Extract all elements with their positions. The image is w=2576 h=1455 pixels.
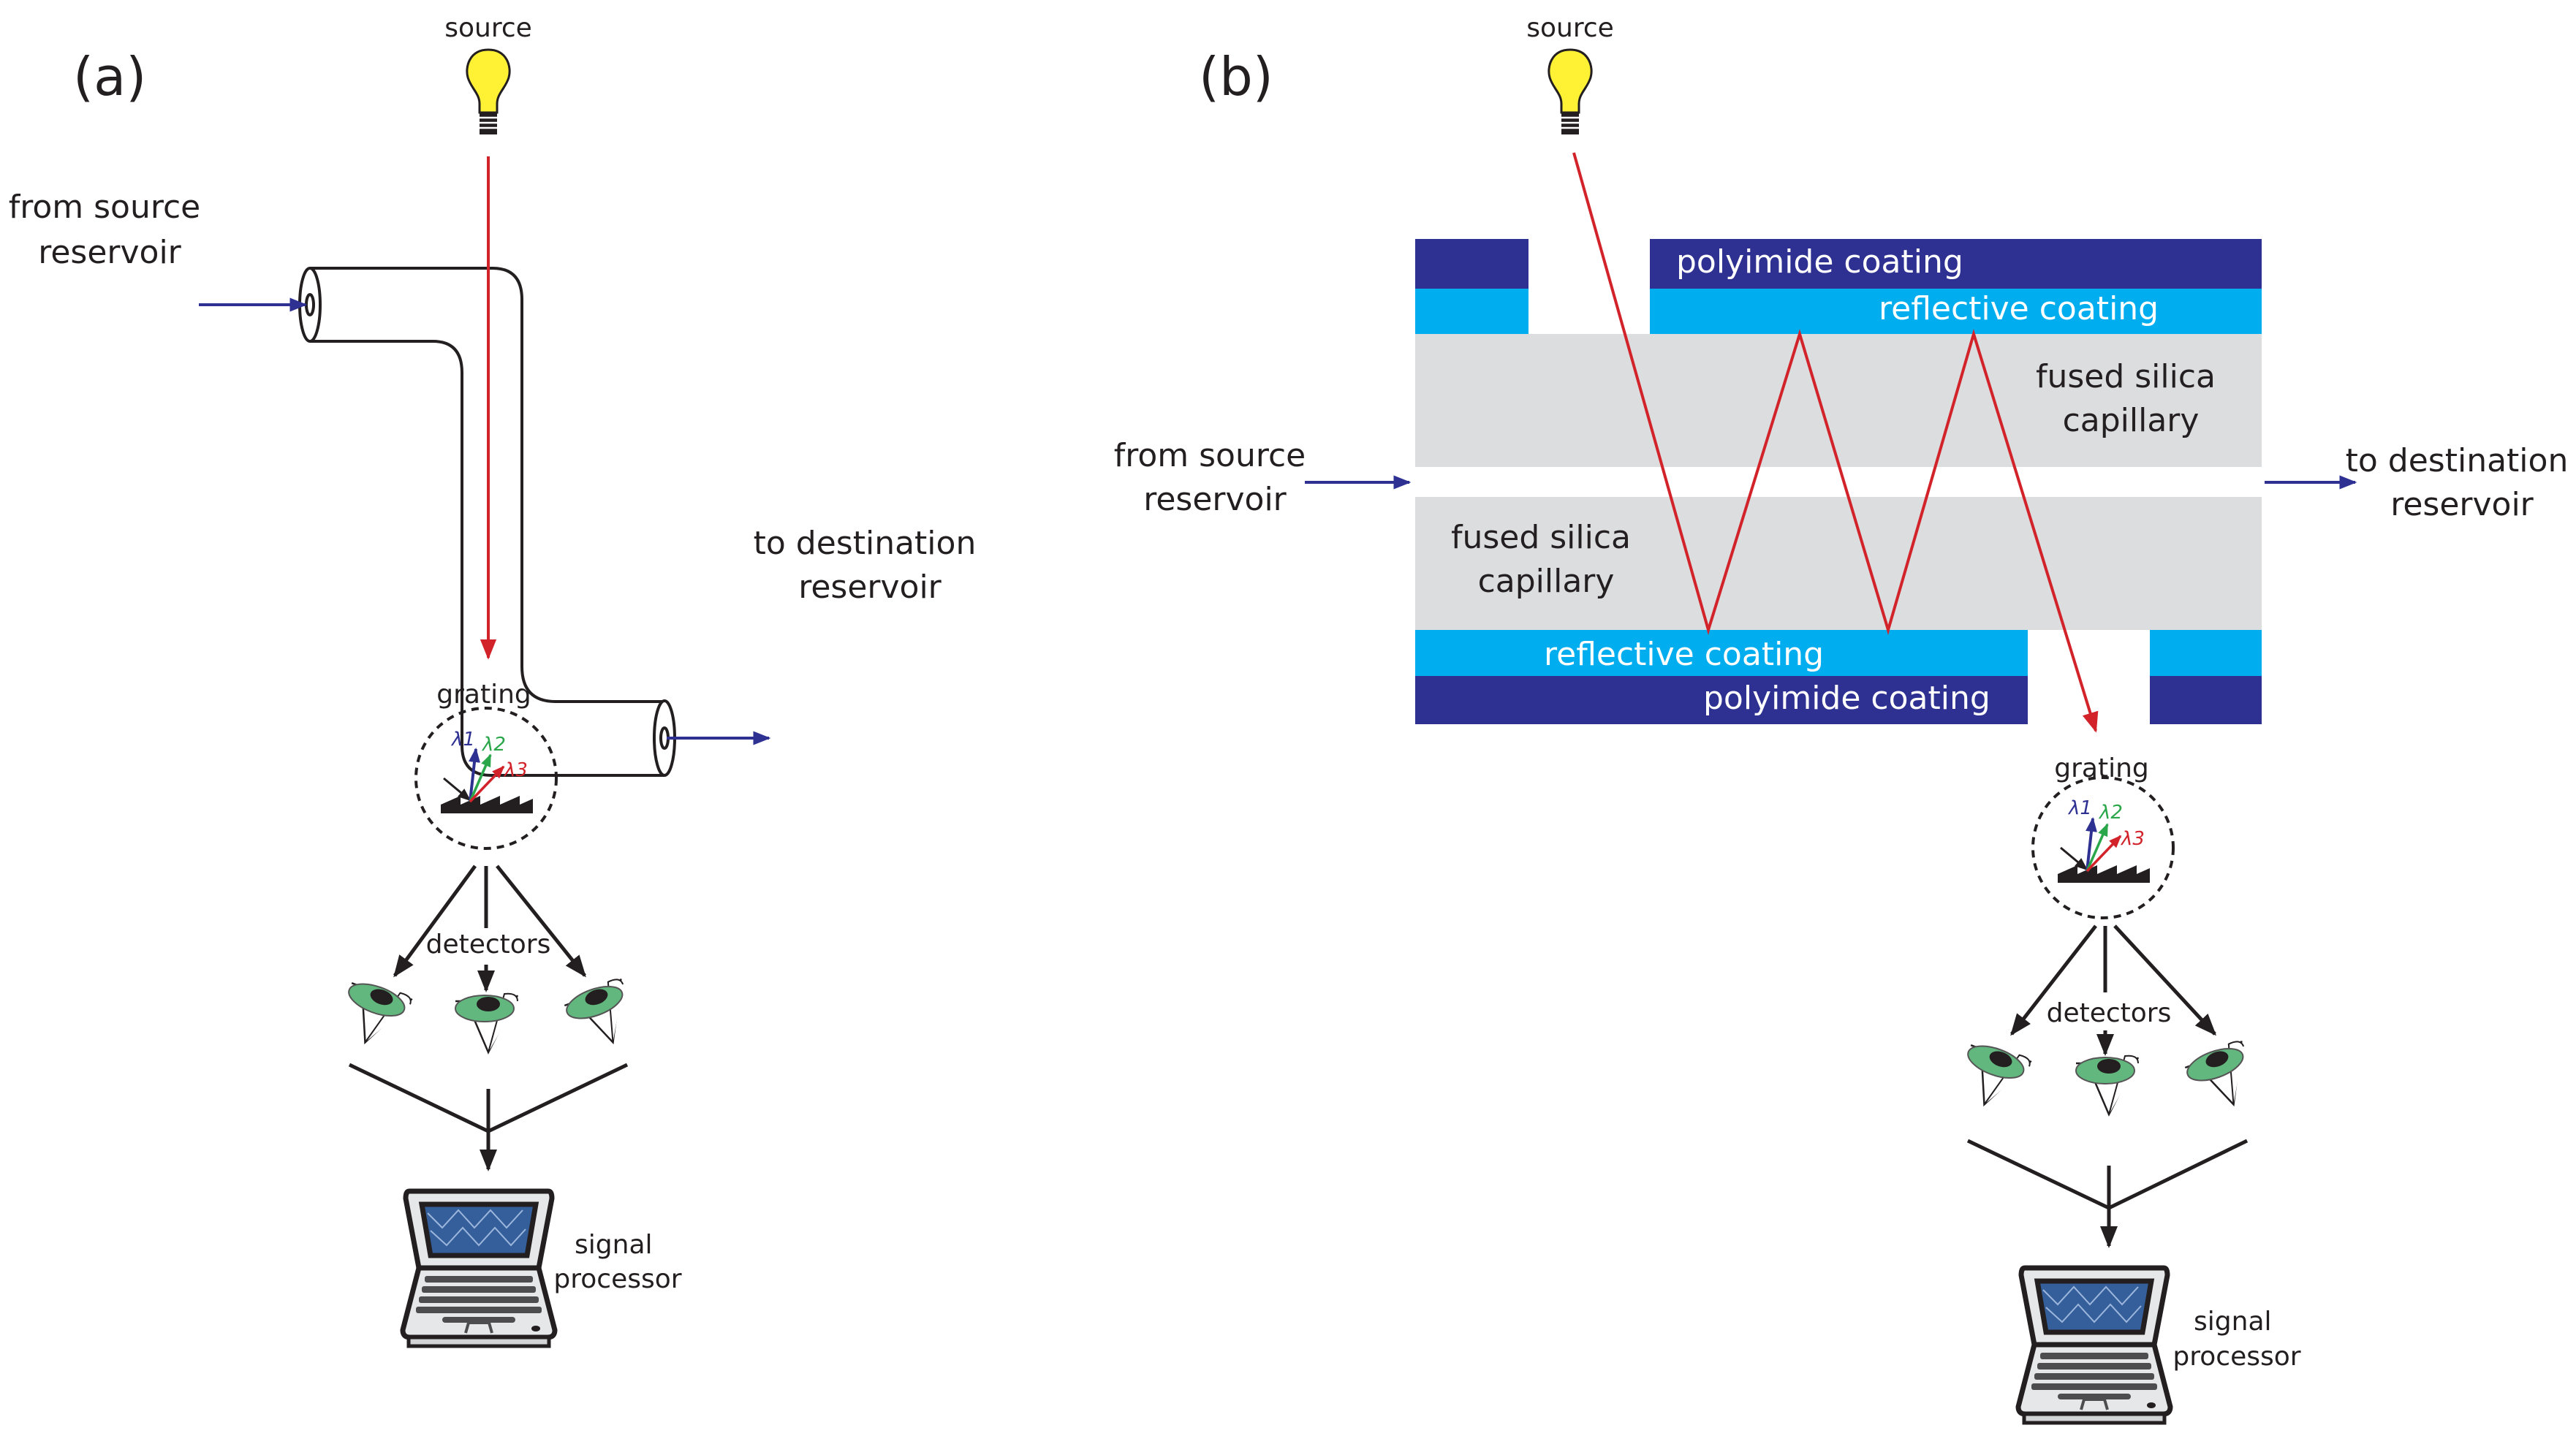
bottom-silica-label: fused silica capillary <box>1451 519 1641 600</box>
lambda-3-label: λ3 <box>503 759 528 781</box>
top-silica <box>1415 334 2262 467</box>
collect-lines-a <box>348 1063 629 1171</box>
bottom-polyimide-label: polyimide coating <box>1703 680 1990 717</box>
laptop-icon <box>2018 1268 2170 1423</box>
lambda-labels-b: λ1 λ2 λ3 <box>2067 797 2145 850</box>
outlet-b-label: to destination reservoir <box>2346 442 2576 523</box>
bottom-reflective-label: reflective coating <box>1544 636 1824 673</box>
light-ray-b <box>1572 152 2099 733</box>
grating-a-label: grating <box>436 680 531 710</box>
bottom-silica <box>1415 497 2262 630</box>
grating-b-label: grating <box>2054 753 2149 783</box>
top-polyimide <box>1650 239 2262 289</box>
top-polyimide-label: polyimide coating <box>1676 243 1963 281</box>
collect-lines-b <box>1966 1139 2249 1248</box>
lambda-labels-a: λ1 λ2 λ3 <box>450 729 528 781</box>
processor-b-label: signal processor <box>2172 1307 2300 1372</box>
detector-eye-icon <box>333 975 414 1054</box>
lambda-3-label: λ3 <box>2120 828 2145 850</box>
top-reflective-left <box>1415 289 1528 334</box>
lambda-2-label: λ2 <box>481 734 506 756</box>
bottom-reflective <box>1415 630 2028 676</box>
panel-a: (a) source from source reservoir to dest… <box>9 13 987 1346</box>
detector-eye-icon <box>454 992 519 1054</box>
detector-eye-icon <box>561 976 642 1055</box>
detector-eye-icon <box>2181 1038 2262 1117</box>
light-bulb-icon <box>1548 48 1593 136</box>
panel-b: (b) source polyimide coating reflective … <box>1114 13 2576 1423</box>
top-silica-label: fused silica capillary <box>2036 358 2226 439</box>
top-reflective <box>1650 289 2262 334</box>
processor-a-label: signal processor <box>553 1230 681 1294</box>
outlet-a-label: to destination reservoir <box>754 525 987 606</box>
dispersion-arrows-b <box>2010 924 2217 1056</box>
source-b-label: source <box>1526 13 1614 43</box>
source-a-label: source <box>444 13 532 43</box>
grating-icon <box>416 708 556 848</box>
top-reflective-label: reflective coating <box>1879 290 2159 327</box>
panel-a-label: (a) <box>73 46 146 107</box>
panel-b-label: (b) <box>1199 46 1273 107</box>
capillary-cross-section <box>1415 239 2262 724</box>
top-polyimide-left <box>1415 239 1528 289</box>
lambda-1-label: λ1 <box>2067 797 2092 819</box>
detector-eye-icon <box>1952 1037 2033 1116</box>
grating-icon <box>2033 778 2173 918</box>
lambda-2-label: λ2 <box>2098 802 2123 824</box>
inlet-b-label: from source reservoir <box>1114 437 1317 518</box>
detector-eye-icon <box>2075 1055 2140 1116</box>
inlet-a-label: from source reservoir <box>9 189 211 271</box>
light-bulb-icon <box>466 48 511 136</box>
laptop-icon <box>403 1191 555 1346</box>
bottom-polyimide-right <box>2150 676 2262 724</box>
dispersion-arrows-a <box>393 865 586 992</box>
bottom-reflective-right <box>2150 630 2262 676</box>
detectors-b-label: detectors <box>2047 998 2172 1028</box>
bottom-polyimide <box>1415 676 2028 724</box>
detectors-a-label: detectors <box>426 930 551 960</box>
lambda-1-label: λ1 <box>450 729 475 751</box>
